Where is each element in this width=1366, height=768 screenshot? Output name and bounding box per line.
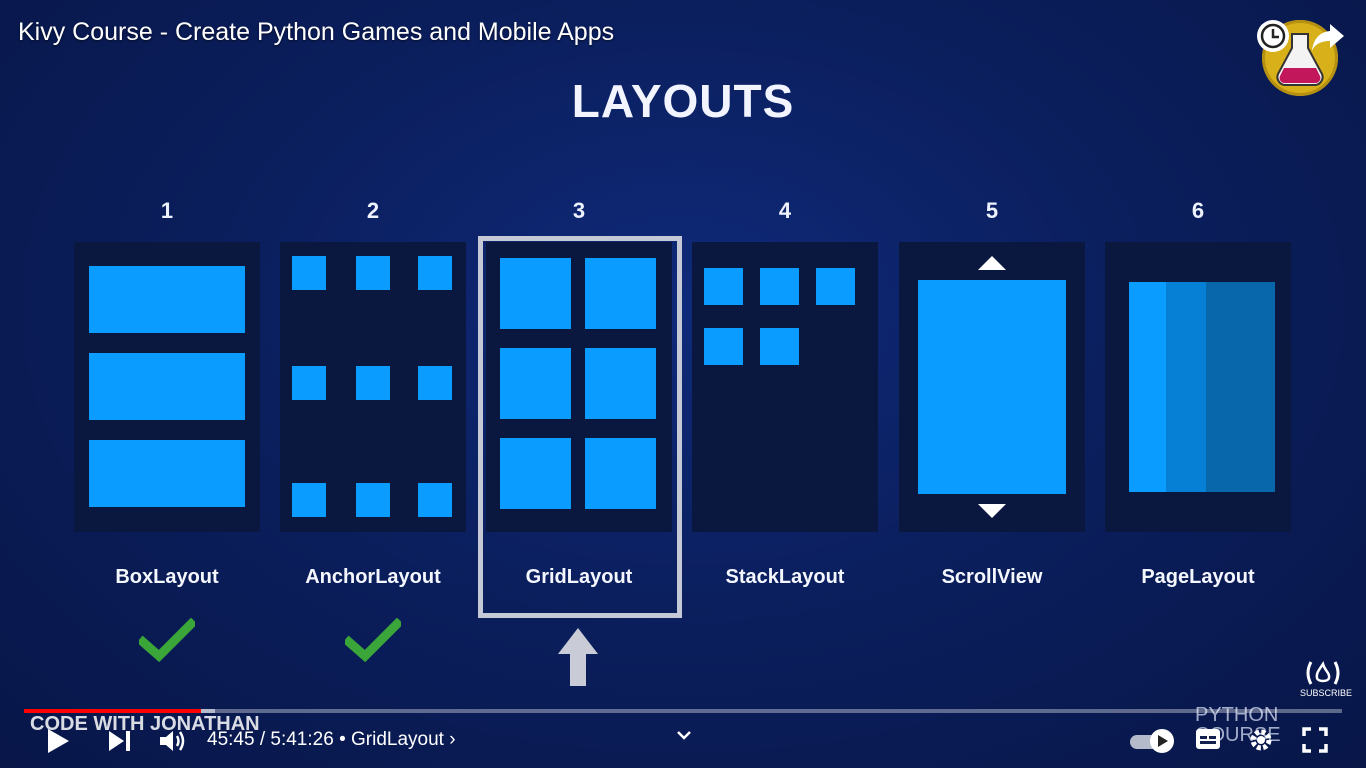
layout-number-4: 4 [778,198,792,223]
anchor-block [356,256,390,290]
subscribe-button[interactable]: SUBSCRIBE [1300,660,1353,698]
fire-icon [1306,661,1340,685]
anchor-block [292,256,326,290]
anchorlayout-diagram [280,242,466,532]
layout-label-scrollview: ScrollView [941,566,1043,588]
autoplay-toggle-icon[interactable] [1130,729,1174,753]
time-display: 45:45 / 5:41:26 • GridLayout › [207,729,456,751]
stack-block [704,268,743,305]
grid-block [500,258,571,329]
subscribe-label: SUBSCRIBE [1300,688,1353,698]
layout-number-3: 3 [572,198,586,223]
layout-label-stacklayout: StackLayout [725,566,845,588]
stack-block [704,328,743,365]
anchor-block [292,483,326,517]
stack-block [760,328,799,365]
progress-bar[interactable] [24,709,1342,713]
chapter-arrow: › [449,729,456,750]
chevron-down-icon[interactable] [676,727,692,743]
box-block [89,266,245,333]
subtitles-icon[interactable] [1195,728,1221,750]
scroll-content-block [918,280,1066,494]
flask-icon [1276,33,1324,86]
settings-icon[interactable] [1248,727,1274,753]
layout-label-pagelayout: PageLayout [1141,566,1255,588]
video-title[interactable]: Kivy Course - Create Python Games and Mo… [18,18,615,46]
scroll-up-icon [978,256,1006,270]
up-arrow-icon [558,628,598,686]
layout-number-6: 6 [1191,198,1205,223]
layout-label-anchorlayout: AnchorLayout [305,566,441,588]
grid-block [585,258,656,329]
anchor-block [356,366,390,400]
gridlayout-diagram [486,242,672,532]
anchor-block [356,483,390,517]
grid-block [500,438,571,509]
box-block [89,353,245,420]
check-icon [345,618,401,662]
watch-later-icon[interactable] [1257,20,1289,52]
stack-block [760,268,799,305]
course-watermark-line1: PYTHON [1195,704,1279,726]
layout-label-gridlayout: GridLayout [525,566,633,588]
page-block-3 [1206,282,1275,492]
channel-watermark: CODE WITH JONATHAN [30,713,260,735]
anchor-block [418,366,452,400]
layout-number-2: 2 [366,198,380,223]
grid-block [585,438,656,509]
stack-block [816,268,855,305]
slide-heading: LAYOUTS [571,75,795,127]
chapter-button[interactable]: • GridLayout › [339,729,455,750]
check-icon [139,618,195,662]
grid-block [500,348,571,419]
anchor-block [418,483,452,517]
stacklayout-diagram [692,242,878,532]
scrollview-diagram [899,242,1085,532]
layout-label-boxlayout: BoxLayout [115,566,219,588]
scroll-down-icon [978,504,1006,518]
selected-layout-highlight [478,236,682,618]
chapter-title: • GridLayout [339,729,444,750]
progress-played [24,709,201,713]
layout-number-1: 1 [160,198,174,223]
pagelayout-diagram [1105,242,1291,532]
grid-block [585,348,656,419]
time-text: 45:45 / 5:41:26 [207,729,334,750]
boxlayout-diagram [74,242,260,532]
progress-buffered [200,709,216,713]
play-icon[interactable] [46,728,70,754]
share-icon[interactable] [1310,20,1346,54]
anchor-block [418,256,452,290]
volume-icon[interactable] [160,729,186,753]
next-icon[interactable] [109,731,131,751]
layout-number-5: 5 [985,198,999,223]
fullscreen-icon[interactable] [1302,727,1328,753]
anchor-block [292,366,326,400]
box-block [89,440,245,507]
